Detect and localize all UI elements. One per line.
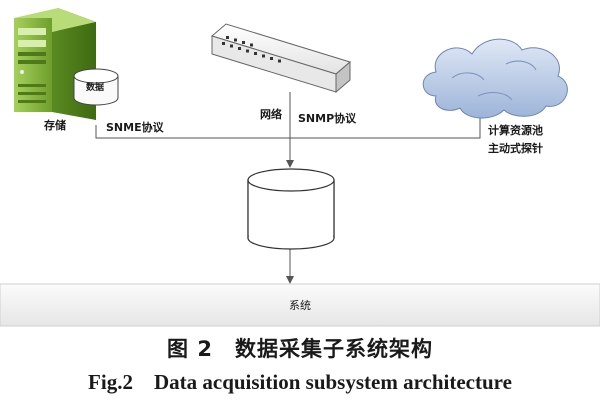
storage-disk-icon (73, 68, 119, 106)
storage-link-label: SNME协议 (106, 121, 164, 134)
compute-cloud-label-line2: 主动式探针 (488, 142, 543, 155)
connector-lines (95, 92, 481, 276)
network-switch-icon (210, 23, 352, 94)
system-band-label: 系统 (289, 299, 311, 312)
compute-link-label: SNMP协议 (298, 112, 357, 125)
compute-cloud-label-line1: 计算资源池 (488, 124, 543, 137)
system-band (0, 283, 600, 327)
compute-cloud-icon (422, 38, 568, 119)
figure-caption-chinese: 图 2 数据采集子系统架构 (167, 337, 433, 361)
figure-caption-english: Fig.2 Data acquisition subsystem archite… (88, 370, 512, 394)
arrow-head-system (286, 276, 294, 284)
network-switch-label: 网络 (260, 108, 282, 121)
central-database-icon (247, 168, 335, 250)
storage-link-line (95, 125, 290, 139)
storage-server-label: 存储 (44, 119, 66, 132)
storage-disk-label: 数据 (86, 83, 105, 93)
arrow-head-db (286, 160, 294, 168)
compute-link-line (290, 112, 481, 139)
